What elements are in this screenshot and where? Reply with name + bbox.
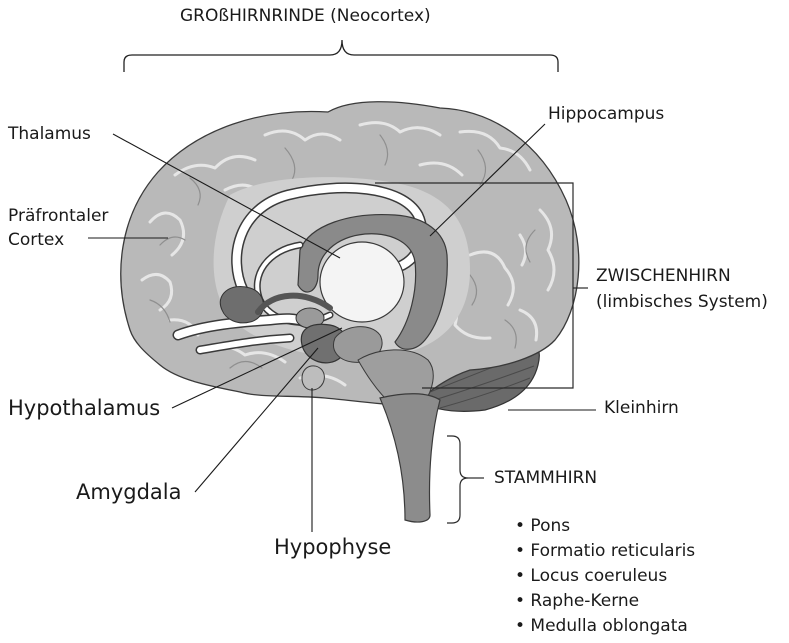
label-praefrontal-2: Cortex: [8, 228, 64, 252]
label-hippocampus: Hippocampus: [548, 104, 664, 124]
stammhirn-bracket: [447, 436, 468, 523]
label-amygdala: Amygdala: [76, 480, 181, 504]
label-kleinhirn: Kleinhirn: [604, 398, 679, 418]
label-zwischenhirn-2: (limbisches System): [596, 290, 768, 314]
list-item: • Medulla oblongata: [515, 614, 695, 639]
septal-area: [220, 287, 263, 323]
label-hypothalamus: Hypothalamus: [8, 396, 160, 420]
list-item: • Pons: [515, 514, 695, 539]
list-item: • Locus coeruleus: [515, 564, 695, 589]
label-stammhirn: STAMMHIRN: [494, 468, 597, 488]
label-thalamus: Thalamus: [8, 124, 91, 144]
label-zwischenhirn-1: ZWISCHENHIRN: [596, 264, 731, 288]
label-neocortex: GROßHIRNRINDE (Neocortex): [180, 6, 431, 26]
list-item: • Raphe-Kerne: [515, 589, 695, 614]
brainstem-shape: [380, 394, 440, 522]
label-praefrontal-1: Präfrontaler: [8, 204, 108, 228]
neocortex-bracket: [124, 40, 558, 72]
label-hypophyse: Hypophyse: [274, 535, 391, 559]
stammhirn-list: • Pons • Formatio reticularis • Locus co…: [515, 514, 695, 639]
pituitary-shape: [302, 366, 324, 390]
list-item: • Formatio reticularis: [515, 539, 695, 564]
